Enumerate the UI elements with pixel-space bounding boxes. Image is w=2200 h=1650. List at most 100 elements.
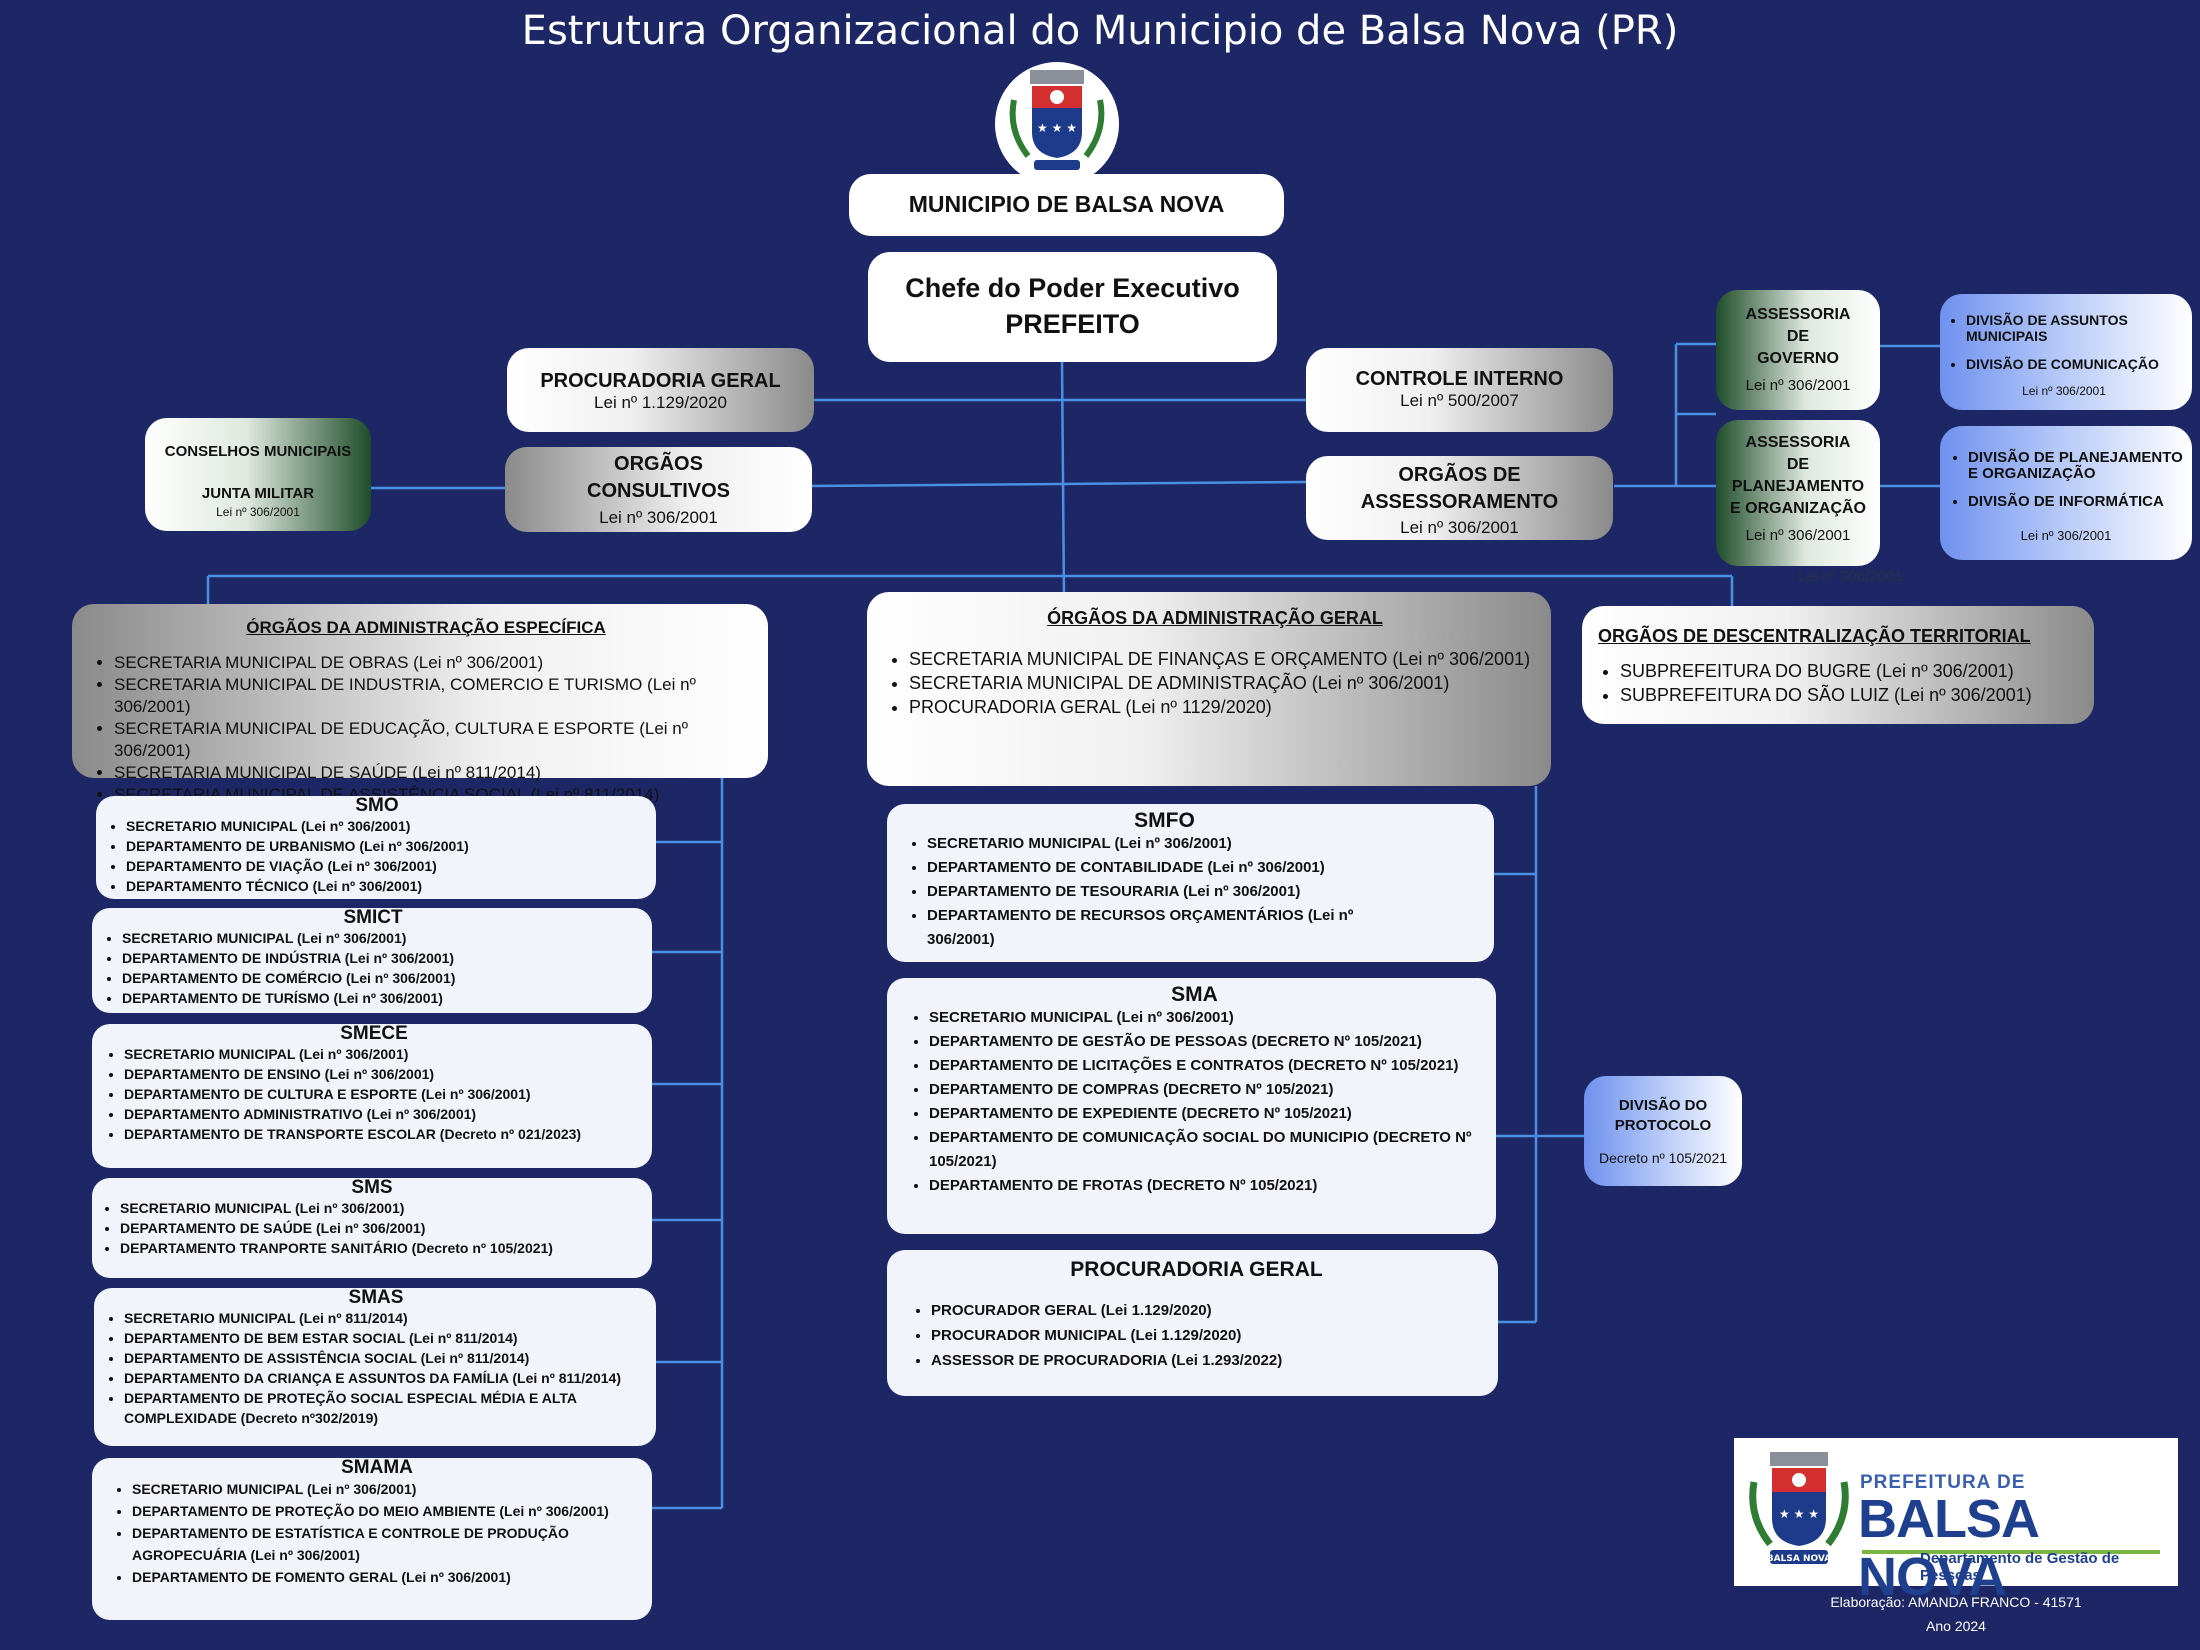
smict-item: DEPARTAMENTO DE COMÉRCIO (Lei nº 306/200… xyxy=(122,968,646,988)
logo-crest-icon: ★ ★ ★ BALSA NOVA xyxy=(1749,1452,1849,1564)
sms-title: SMS xyxy=(351,1177,393,1198)
adm-especifica-item: SECRETARIA MUNICIPAL DE SAÚDE (Lei nº 81… xyxy=(114,762,760,784)
assessoria-planejamento-box: ASSESSORIA DE PLANEJAMENTO E ORGANIZAÇÃO… xyxy=(1716,420,1880,566)
orgaos-consultivos-line1: ORGÃOS xyxy=(614,453,703,475)
assessoria-governo-line2: DE xyxy=(1786,328,1810,345)
adm-geral-box: ÓRGÃOS DA ADMINISTRAÇÃO GERAL SECRETARIA… xyxy=(867,592,1551,786)
smece-item: DEPARTAMENTO ADMINISTRATIVO (Lei nº 306/… xyxy=(124,1104,646,1124)
pgm-title: PROCURADORIA GERAL xyxy=(1070,1258,1323,1281)
connector-main-vertical xyxy=(1060,361,1066,597)
logo-green-bar xyxy=(1862,1550,2160,1554)
smas-item: DEPARTAMENTO DE BEM ESTAR SOCIAL (Lei nº… xyxy=(124,1328,650,1348)
adm-geral-item: SECRETARIA MUNICIPAL DE FINANÇAS E ORÇAM… xyxy=(909,647,1543,671)
smict-item: DEPARTAMENTO DE TURÍSMO (Lei nº 306/2001… xyxy=(122,988,646,1008)
smas-item: SECRETARIO MUNICIPAL (Lei nº 811/2014) xyxy=(124,1308,650,1328)
municipio-box: MUNICIPIO DE BALSA NOVA xyxy=(849,174,1284,236)
procuradoria-geral-box: PROCURADORIA GERAL Lei nº 1.129/2020 xyxy=(507,348,814,432)
smece-item: DEPARTAMENTO DE CULTURA E ESPORTE (Lei n… xyxy=(124,1084,646,1104)
adm-especifica-item: SECRETARIA MUNICIPAL DE OBRAS (Lei nº 30… xyxy=(114,652,760,674)
smama-box: SMAMA SECRETARIO MUNICIPAL (Lei nº 306/2… xyxy=(92,1458,652,1620)
pgm-item: PROCURADOR GERAL (Lei 1.129/2020) xyxy=(931,1298,1484,1323)
coat-of-arms: ★ ★ ★ xyxy=(984,60,1130,188)
smece-title: SMECE xyxy=(340,1023,408,1044)
logo-line1: PREFEITURA DE xyxy=(1860,1472,2026,1493)
pgm-item: ASSESSOR DE PROCURADORIA (Lei 1.293/2022… xyxy=(931,1348,1484,1373)
prefeitura-logo: ★ ★ ★ BALSA NOVA PREFEITURA DE BALSA NOV… xyxy=(1734,1438,2178,1606)
sma-box: SMA SECRETARIO MUNICIPAL (Lei nº 306/200… xyxy=(887,978,1496,1234)
footer-year: Ano 2024 xyxy=(1926,1618,1986,1634)
adm-especifica-item: SECRETARIA MUNICIPAL DE INDUSTRIA, COMER… xyxy=(114,674,760,718)
descentralizacao-box: ORGÃOS DE DESCENTRALIZAÇÃO TERRITORIAL S… xyxy=(1582,606,2094,724)
smas-item: DEPARTAMENTO DE PROTEÇÃO SOCIAL ESPECIAL… xyxy=(124,1388,650,1428)
smo-title: SMO xyxy=(355,795,399,816)
controle-interno-box: CONTROLE INTERNO Lei nº 500/2007 xyxy=(1306,348,1613,432)
sma-title: SMA xyxy=(1171,983,1218,1006)
sma-item: DEPARTAMENTO DE COMPRAS (DECRETO Nº 105/… xyxy=(929,1078,1482,1102)
divisoes-governo-law: Lei nº 306/2001 xyxy=(2022,384,2106,398)
junta-militar-label: JUNTA MILITAR xyxy=(201,485,315,502)
smo-item: DEPARTAMENTO DE VIAÇÃO (Lei nº 306/2001) xyxy=(126,856,650,876)
assessoria-governo-line3: GOVERNO xyxy=(1757,350,1839,367)
assessoria-planejamento-law: Lei nº 306/2001 xyxy=(1745,527,1851,544)
orgaos-assessoramento-line1: ORGÃOS DE xyxy=(1398,464,1521,486)
smas-item: DEPARTAMENTO DA CRIANÇA E ASSUNTOS DA FA… xyxy=(124,1368,650,1388)
footer-author: Elaboração: AMANDA FRANCO - 41571 xyxy=(1830,1594,2082,1610)
pgm-item: PROCURADOR MUNICIPAL (Lei 1.129/2020) xyxy=(931,1323,1484,1348)
prefeito-label: PREFEITO xyxy=(1005,309,1140,339)
assessoria-planejamento-line2: DE xyxy=(1786,456,1810,473)
sms-item: SECRETARIO MUNICIPAL (Lei nº 306/2001) xyxy=(120,1198,646,1218)
smama-item: DEPARTAMENTO DE ESTATÍSTICA E CONTROLE D… xyxy=(132,1522,644,1566)
divisao-informatica: DIVISÃO DE INFORMÁTICA xyxy=(1968,494,2186,510)
smama-item: SECRETARIO MUNICIPAL (Lei nº 306/2001) xyxy=(132,1478,644,1500)
orgaos-assessoramento-line2: ASSESSORAMENTO xyxy=(1360,491,1559,513)
divisoes-governo-box: DIVISÃO DE ASSUNTOS MUNICIPAIS DIVISÃO D… xyxy=(1940,294,2192,410)
svg-text:★ ★ ★: ★ ★ ★ xyxy=(1779,1507,1819,1521)
protocolo-box: DIVISÃO DO PROTOCOLO Decreto nº 105/2021 xyxy=(1584,1076,1742,1186)
descentralizacao-item: SUBPREFEITURA DO SÃO LUIZ (Lei nº 306/20… xyxy=(1620,683,2086,707)
sma-item: SECRETARIO MUNICIPAL (Lei nº 306/2001) xyxy=(929,1006,1482,1030)
logo-line3: Departamento de Gestão de Pessoas xyxy=(1920,1550,2120,1584)
smict-item: SECRETARIO MUNICIPAL (Lei nº 306/2001) xyxy=(122,928,646,948)
assessoria-governo-line1: ASSESSORIA xyxy=(1745,306,1851,323)
divisao-planejamento: DIVISÃO DE PLANEJAMENTO E ORGANIZAÇÃO xyxy=(1968,450,2186,482)
smfo-box: SMFO SECRETARIO MUNICIPAL (Lei nº 306/20… xyxy=(887,804,1494,962)
sms-box: SMS SECRETARIO MUNICIPAL (Lei nº 306/200… xyxy=(92,1178,652,1278)
connector-consultivos-assessoramento xyxy=(807,480,1307,488)
sms-item: DEPARTAMENTO DE SAÚDE (Lei nº 306/2001) xyxy=(120,1218,646,1238)
smece-box: SMECE SECRETARIO MUNICIPAL (Lei nº 306/2… xyxy=(92,1024,652,1168)
assessoria-planejamento-line4: E ORGANIZAÇÃO xyxy=(1730,500,1866,517)
smo-item: DEPARTAMENTO DE URBANISMO (Lei nº 306/20… xyxy=(126,836,650,856)
smict-item: DEPARTAMENTO DE INDÚSTRIA (Lei nº 306/20… xyxy=(122,948,646,968)
smas-item: DEPARTAMENTO DE ASSISTÊNCIA SOCIAL (Lei … xyxy=(124,1348,650,1368)
sma-item: DEPARTAMENTO DE FROTAS (DECRETO Nº 105/2… xyxy=(929,1174,1482,1198)
protocolo-line2: PROTOCOLO xyxy=(1614,1117,1712,1134)
svg-text:★ ★ ★: ★ ★ ★ xyxy=(1037,121,1077,135)
assessoria-planejamento-law-outside: Lei nº 306/2001 xyxy=(1798,568,1903,585)
pgm-box: PROCURADORIA GERAL PROCURADOR GERAL (Lei… xyxy=(887,1250,1498,1396)
assessoria-planejamento-line3: PLANEJAMENTO xyxy=(1731,478,1865,495)
prefeito-box: Chefe do Poder Executivo PREFEITO xyxy=(868,252,1277,362)
smo-item: DEPARTAMENTO TÉCNICO (Lei nº 306/2001) xyxy=(126,876,650,896)
smece-item: DEPARTAMENTO DE TRANSPORTE ESCOLAR (Decr… xyxy=(124,1124,646,1144)
smama-item: DEPARTAMENTO DE FOMENTO GERAL (Lei nº 30… xyxy=(132,1566,644,1588)
sma-item: DEPARTAMENTO DE GESTÃO DE PESSOAS (DECRE… xyxy=(929,1030,1482,1054)
smas-title: SMAS xyxy=(348,1287,404,1308)
sma-item: DEPARTAMENTO DE COMUNICAÇÃO SOCIAL DO MU… xyxy=(929,1126,1482,1174)
conselhos-law: Lei nº 306/2001 xyxy=(216,505,300,519)
adm-especifica-box: ÓRGÃOS DA ADMINISTRAÇÃO ESPECÍFICA SECRE… xyxy=(72,604,768,804)
smfo-item: DEPARTAMENTO DE TESOURARIA (Lei nº 306/2… xyxy=(927,880,1424,904)
adm-geral-item: PROCURADORIA GERAL (Lei nº 1129/2020) xyxy=(909,695,1543,719)
assessoria-planejamento-line1: ASSESSORIA xyxy=(1745,434,1851,451)
chefe-label: Chefe do Poder Executivo xyxy=(905,273,1240,303)
procuradoria-geral-law: Lei nº 1.129/2020 xyxy=(594,393,727,412)
orgaos-consultivos-line2: CONSULTIVOS xyxy=(587,480,730,502)
descentralizacao-title: ORGÃOS DE DESCENTRALIZAÇÃO TERRITORIAL xyxy=(1598,626,2031,646)
orgaos-assessoramento-law: Lei nº 306/2001 xyxy=(1400,518,1519,537)
smo-box: SMO SECRETARIO MUNICIPAL (Lei nº 306/200… xyxy=(96,796,656,899)
controle-interno-law: Lei nº 500/2007 xyxy=(1400,391,1519,410)
sma-item: DEPARTAMENTO DE LICITAÇÕES E CONTRATOS (… xyxy=(929,1054,1482,1078)
orgaos-consultivos-law: Lei nº 306/2001 xyxy=(599,508,718,527)
smo-item: SECRETARIO MUNICIPAL (Lei nº 306/2001) xyxy=(126,816,650,836)
divisoes-planejamento-box: DIVISÃO DE PLANEJAMENTO E ORGANIZAÇÃO DI… xyxy=(1940,426,2192,560)
